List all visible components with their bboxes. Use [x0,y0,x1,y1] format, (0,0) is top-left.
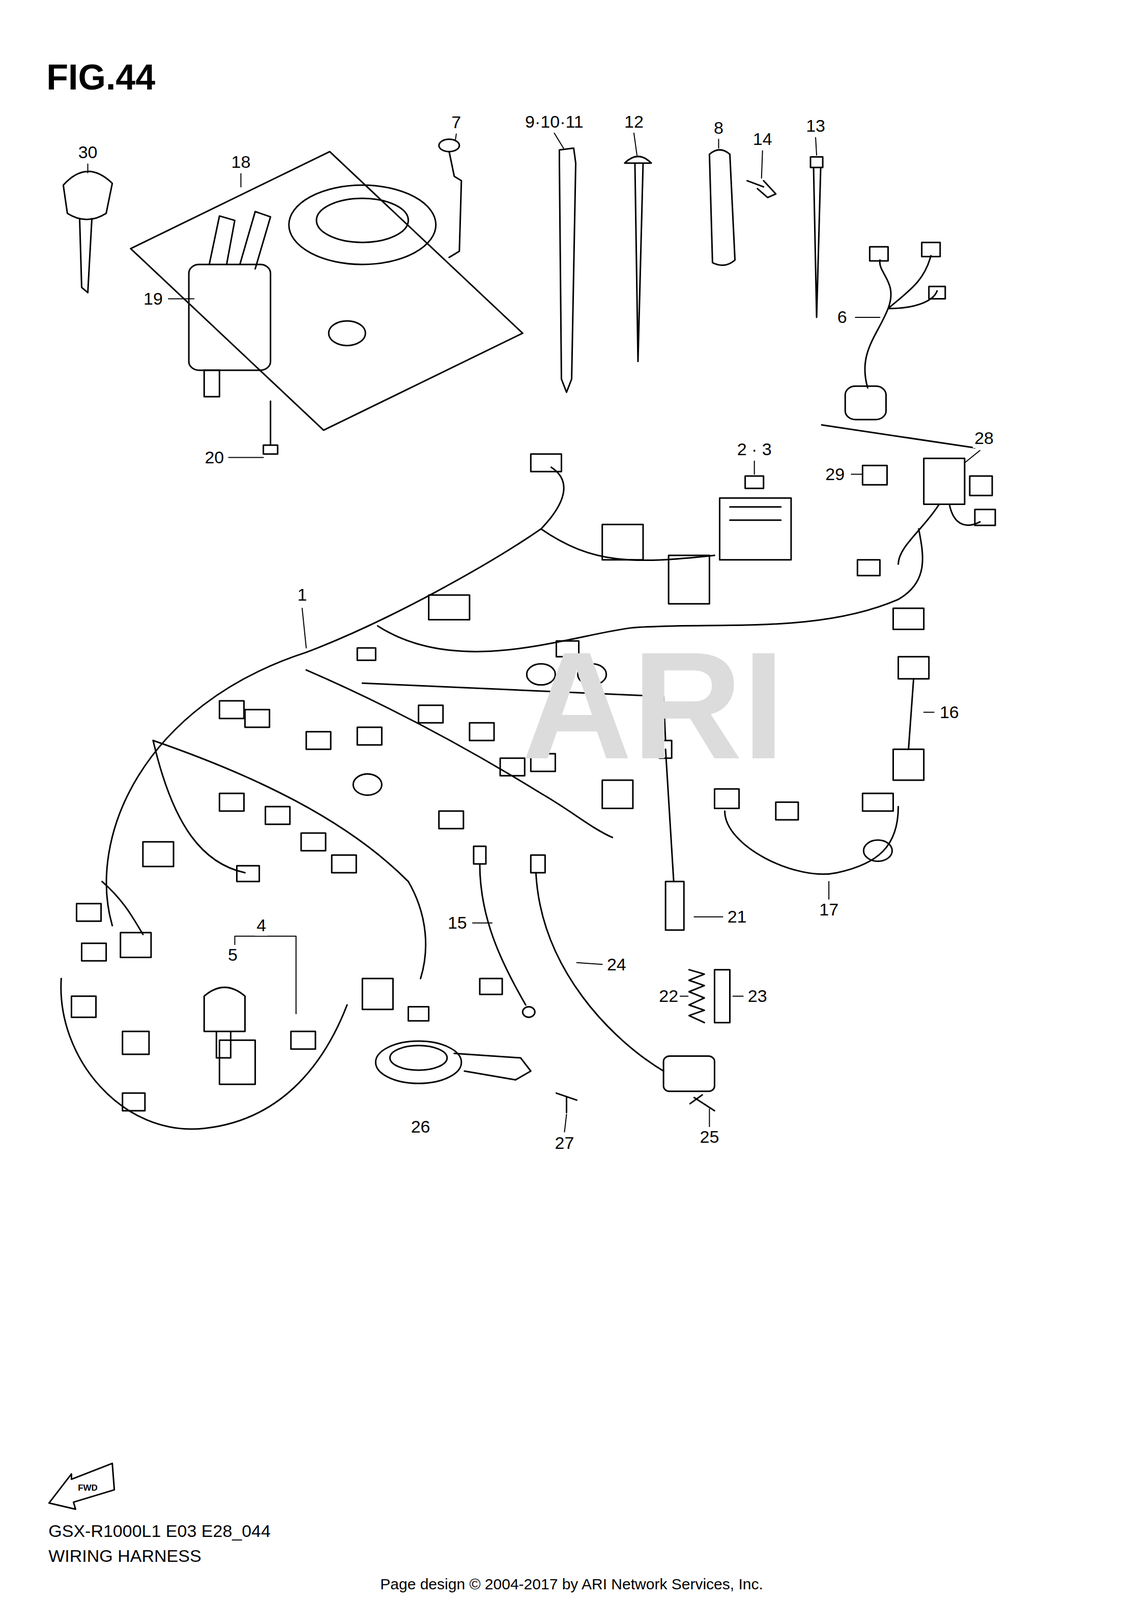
callout-number: 21 [726,907,749,927]
callout-number: 15 [446,913,469,934]
callout-number: 30 [76,142,100,163]
callout-number: 27 [553,1133,576,1154]
callout-number: 16 [938,702,961,723]
callout-number: 7 [449,112,463,133]
callout-number: 6 [835,307,849,328]
callout-number: 28 [972,428,996,449]
callout-number: 13 [804,116,827,136]
callout-number: 2 · 3 [735,439,774,460]
callout-number: 14 [751,129,774,150]
callout-number: 25 [698,1127,721,1148]
callout-number: 17 [817,900,840,920]
watermark: ARI [520,621,787,791]
callout-number: 22 [657,986,680,1007]
callout-number: 20 [203,447,226,468]
callout-number: 4 [254,915,268,936]
figure-title: FIG.44 [44,57,157,98]
callout-number: 12 [622,111,646,132]
copyright-note: Page design © 2004-2017 by ARI Network S… [378,1575,765,1594]
callout-number: 19 [141,288,165,309]
callout-number: 9·10·11 [523,111,586,132]
callout-number: 24 [605,954,628,975]
callout-number: 26 [409,1117,432,1138]
callout-number: 29 [823,464,847,485]
callout-number: 1 [295,585,309,605]
callout-number: 5 [226,945,240,966]
diagram-name: WIRING HARNESS [46,1546,203,1567]
model-code: GSX-R1000L1 E03 E28_044 [46,1521,273,1542]
callout-number: 8 [712,118,726,138]
callout-number: 18 [229,152,253,172]
forward-indicator: FWD [77,1484,98,1494]
callout-number: 23 [746,986,769,1007]
